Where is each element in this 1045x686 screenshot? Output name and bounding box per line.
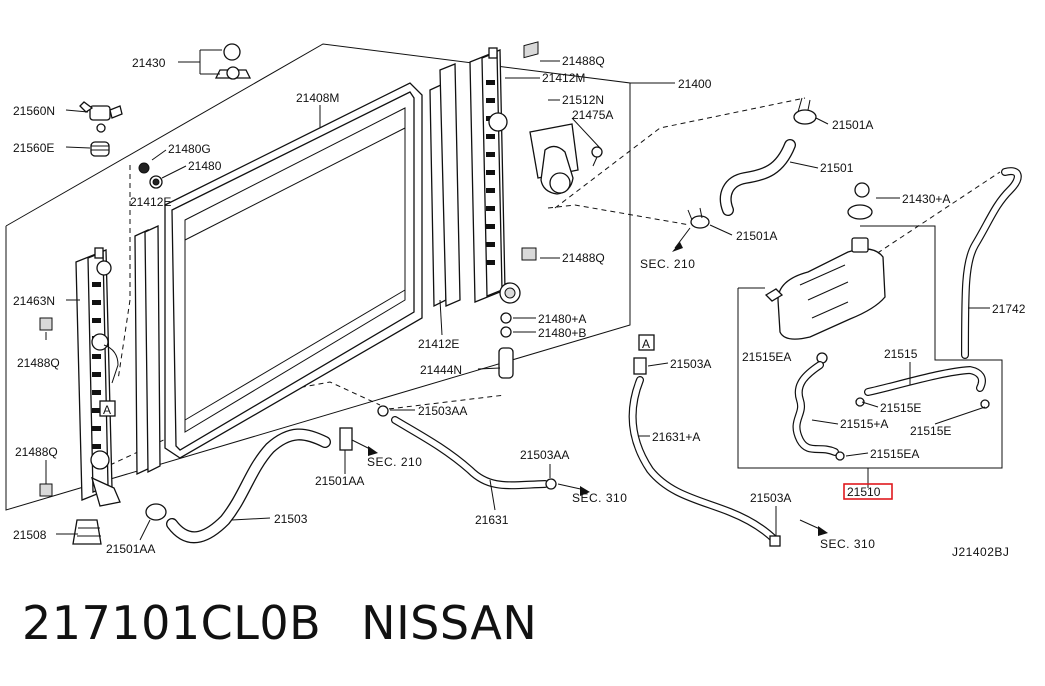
- label-21503aa-right: 21503AA: [520, 448, 569, 462]
- label-21515a: 21515+A: [840, 417, 888, 431]
- label-21480: 21480: [188, 159, 222, 173]
- label-21400: 21400: [678, 77, 712, 91]
- overflow-hose: [961, 167, 1022, 359]
- label-21430: 21430: [132, 56, 166, 70]
- radiator-parts-diagram: A A 21430 21560N 21560E 21480G 21480 214…: [5, 41, 1026, 559]
- left-tank: [75, 247, 121, 507]
- label-21475a: 21475A: [572, 108, 613, 122]
- label-21501aa-left: 21501AA: [106, 542, 155, 556]
- label-21480g: 21480G: [168, 142, 211, 156]
- label-21515: 21515: [884, 347, 918, 361]
- reservoir-tank: [764, 182, 886, 364]
- label-21508: 21508: [13, 528, 47, 542]
- brand-name: NISSAN: [361, 596, 538, 650]
- label-21503a-bottom: 21503A: [750, 491, 791, 505]
- label-21631: 21631: [475, 513, 509, 527]
- label-21515e-right: 21515E: [910, 424, 951, 438]
- right-tank: [469, 47, 521, 304]
- label-21515ea-bottom: 21515EA: [870, 447, 919, 461]
- label-21480b: 21480+B: [538, 326, 586, 340]
- section-marker-right: A: [638, 334, 655, 351]
- sec-210-top: SEC. 210: [640, 257, 695, 271]
- label-21503aa-top: 21503AA: [418, 404, 467, 418]
- label-21430a: 21430+A: [902, 192, 950, 206]
- water-outlet: [529, 123, 603, 195]
- highlight-box: [843, 483, 893, 500]
- sec-210-left: SEC. 210: [367, 455, 422, 469]
- part-labels: 21430 21560N 21560E 21480G 21480 21412E …: [13, 54, 1026, 556]
- label-21412e-mid: 21412E: [418, 337, 459, 351]
- label-21560e: 21560E: [13, 141, 54, 155]
- label-21488q-bottom: 21488Q: [15, 445, 58, 459]
- part-number: 217101CL0B: [22, 596, 322, 650]
- upper-hose: [672, 97, 817, 252]
- label-21463n: 21463N: [13, 294, 55, 308]
- label-21503a-top: 21503A: [670, 357, 711, 371]
- reservoir-outline: [737, 225, 1003, 469]
- label-21412e-left: 21412E: [130, 195, 171, 209]
- fittings: [39, 41, 539, 545]
- label-21501a-top: 21501A: [832, 118, 873, 132]
- label-21501a-bottom: 21501A: [736, 229, 777, 243]
- radiator-assembly-outline: [5, 43, 675, 511]
- section-marker-left: A: [99, 400, 116, 417]
- seal-strips: [134, 63, 461, 476]
- reservoir-small-hoses: [792, 361, 990, 461]
- label-21488q-right: 21488Q: [562, 251, 605, 265]
- label-21501aa-mid: 21501AA: [315, 474, 364, 488]
- radiator-core: [164, 82, 423, 459]
- caption: 217101CL0B NISSAN: [22, 596, 537, 650]
- marker-a-left: A: [103, 403, 111, 417]
- label-21515e-mid: 21515E: [880, 401, 921, 415]
- label-21488q-top: 21488Q: [562, 54, 605, 68]
- label-21444n: 21444N: [420, 363, 462, 377]
- marker-a-right: A: [642, 337, 650, 351]
- label-21560n: 21560N: [13, 104, 55, 118]
- label-21512n: 21512N: [562, 93, 604, 107]
- label-21510: 21510: [847, 485, 881, 499]
- label-21742: 21742: [992, 302, 1026, 316]
- lower-hose: [145, 427, 378, 544]
- sec-310-right: SEC. 310: [820, 537, 875, 551]
- label-21503: 21503: [274, 512, 308, 526]
- sec-310-mid: SEC. 310: [572, 491, 627, 505]
- label-21488q-left: 21488Q: [17, 356, 60, 370]
- reservoir-hose-right: [628, 357, 828, 547]
- label-21515ea-top: 21515EA: [742, 350, 791, 364]
- label-21412m: 21412M: [542, 71, 585, 85]
- label-21480a: 21480+A: [538, 312, 586, 326]
- drawing-code: J21402BJ: [952, 545, 1009, 559]
- label-21408m: 21408M: [296, 91, 339, 105]
- label-21501: 21501: [820, 161, 854, 175]
- leader-lines: [45, 49, 990, 541]
- section-references: SEC. 210 SEC. 210 SEC. 310 SEC. 310 J214…: [367, 257, 1009, 559]
- reservoir-hose-left: [377, 405, 590, 496]
- label-21631a: 21631+A: [652, 430, 700, 444]
